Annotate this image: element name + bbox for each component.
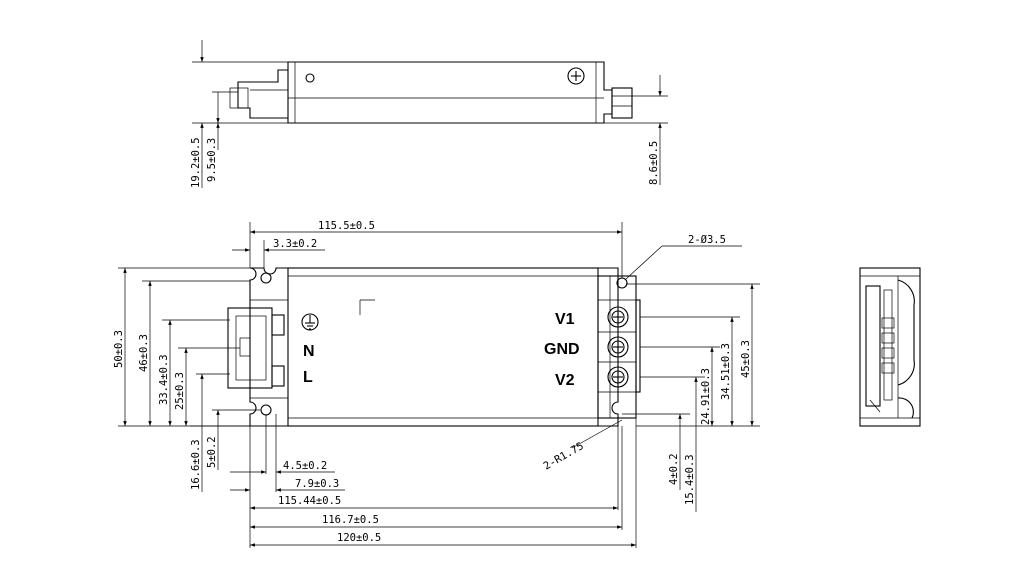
dim-side-body-height: 9.5±0.3 bbox=[206, 138, 218, 182]
terminal-screw-gnd bbox=[607, 336, 629, 358]
dim-height-50: 50±0.3 bbox=[113, 330, 125, 368]
terminal-label-v2: V2 bbox=[555, 372, 575, 389]
dim-height-16-6: 16.6±0.3 bbox=[190, 439, 202, 490]
terminal-label-l: L bbox=[303, 369, 313, 386]
terminal-label-n: N bbox=[303, 343, 315, 360]
terminal-screw-v1 bbox=[607, 306, 629, 328]
terminal-screw-v2 bbox=[607, 366, 629, 388]
dim-radius: 2-R1.75 bbox=[542, 440, 586, 473]
dim-offset-3-3: 3.3±0.2 bbox=[273, 238, 317, 250]
dim-height-5: 5±0.2 bbox=[206, 436, 218, 468]
dim-height-33-4: 33.4±0.3 bbox=[158, 354, 170, 405]
side-view: 19.2±0.5 9.5±0.3 8.6±0.5 bbox=[190, 40, 668, 188]
dim-hole: 2-Ø3.5 bbox=[688, 234, 726, 246]
dim-side-total-height: 19.2±0.5 bbox=[190, 137, 202, 188]
dim-right-15-4: 15.4±0.3 bbox=[684, 454, 696, 505]
dim-width-4-5: 4.5±0.2 bbox=[283, 460, 327, 472]
dim-length-115-5: 115.5±0.5 bbox=[318, 220, 375, 232]
dim-width-7-9: 7.9±0.3 bbox=[295, 478, 339, 490]
dim-right-45: 45±0.3 bbox=[740, 340, 752, 378]
dim-length-116-7: 116.7±0.5 bbox=[322, 514, 379, 526]
dim-height-46: 46±0.3 bbox=[138, 334, 150, 372]
dim-right-24-91: 24.91±0.3 bbox=[700, 368, 712, 425]
terminal-label-gnd: GND bbox=[544, 341, 580, 358]
front-view: N L V1 GND V2 bbox=[113, 220, 760, 548]
dim-right-34-51: 34.51±0.3 bbox=[720, 343, 732, 400]
dim-length-115-44: 115.44±0.5 bbox=[278, 495, 341, 507]
end-view bbox=[859, 267, 921, 427]
dim-side-right-height: 8.6±0.5 bbox=[648, 141, 660, 185]
terminal-label-v1: V1 bbox=[555, 311, 575, 328]
dim-length-120: 120±0.5 bbox=[337, 532, 381, 544]
dim-height-25: 25±0.3 bbox=[174, 372, 186, 410]
dim-right-4: 4±0.2 bbox=[668, 453, 680, 485]
